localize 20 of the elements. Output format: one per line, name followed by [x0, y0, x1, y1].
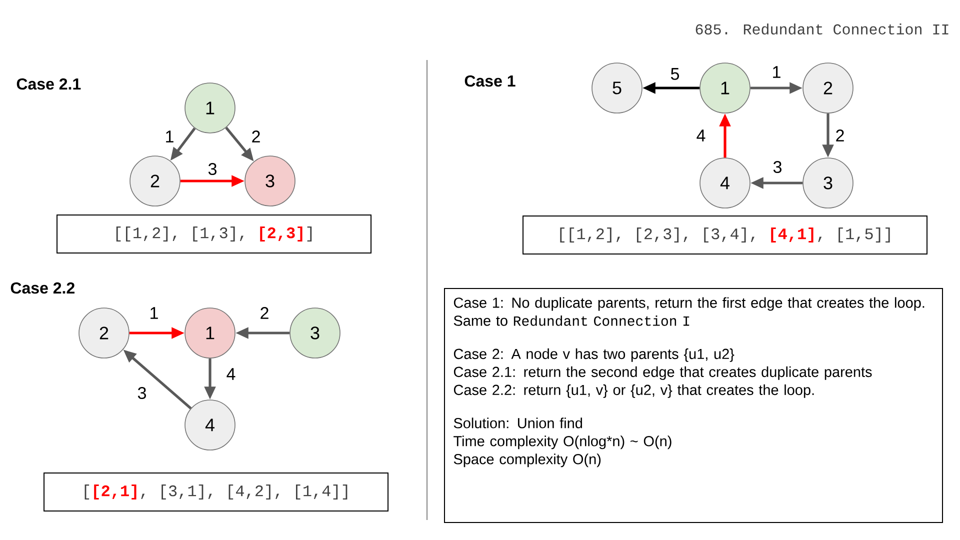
- edge-label: 4: [696, 130, 706, 142]
- title: 685. Redundant Connection II: [696, 23, 948, 35]
- edge-label: 3: [138, 386, 146, 400]
- edge-list-box: [[1,2], [2,3], [3,4], [4,1], [1,5]]: [522, 216, 928, 254]
- edge-label: 2: [260, 307, 268, 319]
- edge-label: 3: [208, 162, 216, 176]
- edge-label: 5: [670, 68, 680, 80]
- edge-label: 2: [836, 130, 844, 142]
- case-heading: Case 2.1: [16, 78, 81, 90]
- edge-label: 1: [150, 307, 158, 319]
- edge-label: 2: [252, 130, 260, 142]
- edge-label: 1: [773, 66, 780, 78]
- case-heading: Case 1: [464, 75, 516, 87]
- edge-list-box: [[1,2], [1,3], [2,3]]: [56, 214, 372, 254]
- edge-label: 4: [226, 368, 236, 380]
- edge-label: 3: [773, 160, 782, 174]
- case-heading: Case 2.2: [10, 282, 74, 294]
- notes-box: Case 1: No duplicate parents, return the first edge that creates the loop. Same to Redundant Connection I Case 2: A node v has two parents {u1, u2} Case 2.1: return the second edge that creates duplicate parents Case 2.2: return {u1, v} or {u2, v} that creates the loop. Solution: Union find Time complexity O(nlog*n) ~ O(n) Space complexity O(n): [444, 288, 943, 523]
- edge-list-box: [[2,1], [3,1], [4,2], [1,4]]: [44, 472, 388, 512]
- edge-label: 1: [166, 130, 174, 142]
